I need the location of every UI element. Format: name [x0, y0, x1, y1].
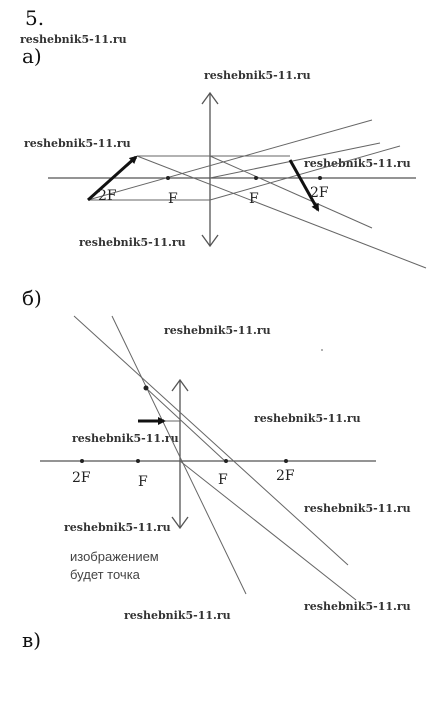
ray-a-through-center	[136, 155, 427, 269]
f-label-a-left: F	[168, 191, 178, 207]
watermark: reshebnik5-11.ru	[164, 324, 271, 337]
object-arrow-a	[86, 155, 138, 202]
watermark: reshebnik5-11.ru	[204, 69, 311, 82]
f-label-b-right: F	[218, 472, 228, 488]
watermark: reshebnik5-11.ru	[20, 33, 127, 46]
twof-label-b-left: 2F	[72, 470, 91, 486]
ray-b-1	[73, 315, 349, 566]
twof-dot-b-left	[80, 459, 84, 463]
ray-a-lower-refracted	[209, 145, 401, 201]
watermark: reshebnik5-11.ru	[72, 432, 179, 445]
watermark: reshebnik5-11.ru	[24, 137, 131, 150]
part-a-label: а)	[22, 44, 42, 68]
twof-label-b-right: 2F	[276, 468, 295, 484]
watermark: reshebnik5-11.ru	[64, 521, 171, 534]
ray-b-2	[111, 315, 247, 595]
twof-dot-b-right	[284, 459, 288, 463]
ray-b-3	[145, 387, 227, 463]
image-note: изображением будет точка	[70, 548, 159, 584]
focus-dot-a-right	[254, 176, 258, 180]
twof-dot-a-right	[318, 176, 322, 180]
f-label-a-right: F	[249, 191, 259, 207]
f-label-b-left: F	[138, 474, 148, 490]
ray-a-upper-right	[209, 142, 381, 179]
diagram-b: 2F F F 2F	[40, 315, 376, 601]
problem-number: 5.	[25, 6, 45, 30]
image-note-line2: будет точка	[70, 567, 140, 582]
watermark: reshebnik5-11.ru	[304, 157, 411, 170]
watermark: reshebnik5-11.ru	[304, 502, 411, 515]
ray-a-lower	[87, 119, 373, 201]
part-c-label: в)	[22, 628, 42, 652]
lens-a-bottom-arrow	[201, 234, 219, 248]
lens-a-top-arrow	[201, 91, 219, 105]
part-b-label: б)	[22, 286, 42, 310]
ray-b-4	[179, 460, 357, 601]
lens-b-bottom-arrow	[171, 516, 189, 530]
image-note-line1: изображением	[70, 549, 159, 564]
diagram-a: 2F F F 2F	[48, 91, 427, 269]
lens-b-top-arrow	[171, 378, 189, 392]
focus-dot-a-left	[166, 176, 170, 180]
watermark: reshebnik5-11.ru	[304, 600, 411, 613]
focus-dot-b-left	[136, 459, 140, 463]
twof-label-a-left: 2F	[98, 188, 117, 204]
watermark: reshebnik5-11.ru	[124, 609, 231, 622]
stray-dot-b	[321, 349, 323, 351]
focus-dot-b-right	[224, 459, 228, 463]
image-arrow-a	[288, 159, 320, 212]
intersection-dot-b	[143, 385, 149, 391]
watermark: reshebnik5-11.ru	[254, 412, 361, 425]
twof-label-a-right: 2F	[310, 185, 329, 201]
watermark: reshebnik5-11.ru	[79, 236, 186, 249]
ray-a-refracted	[209, 155, 373, 229]
